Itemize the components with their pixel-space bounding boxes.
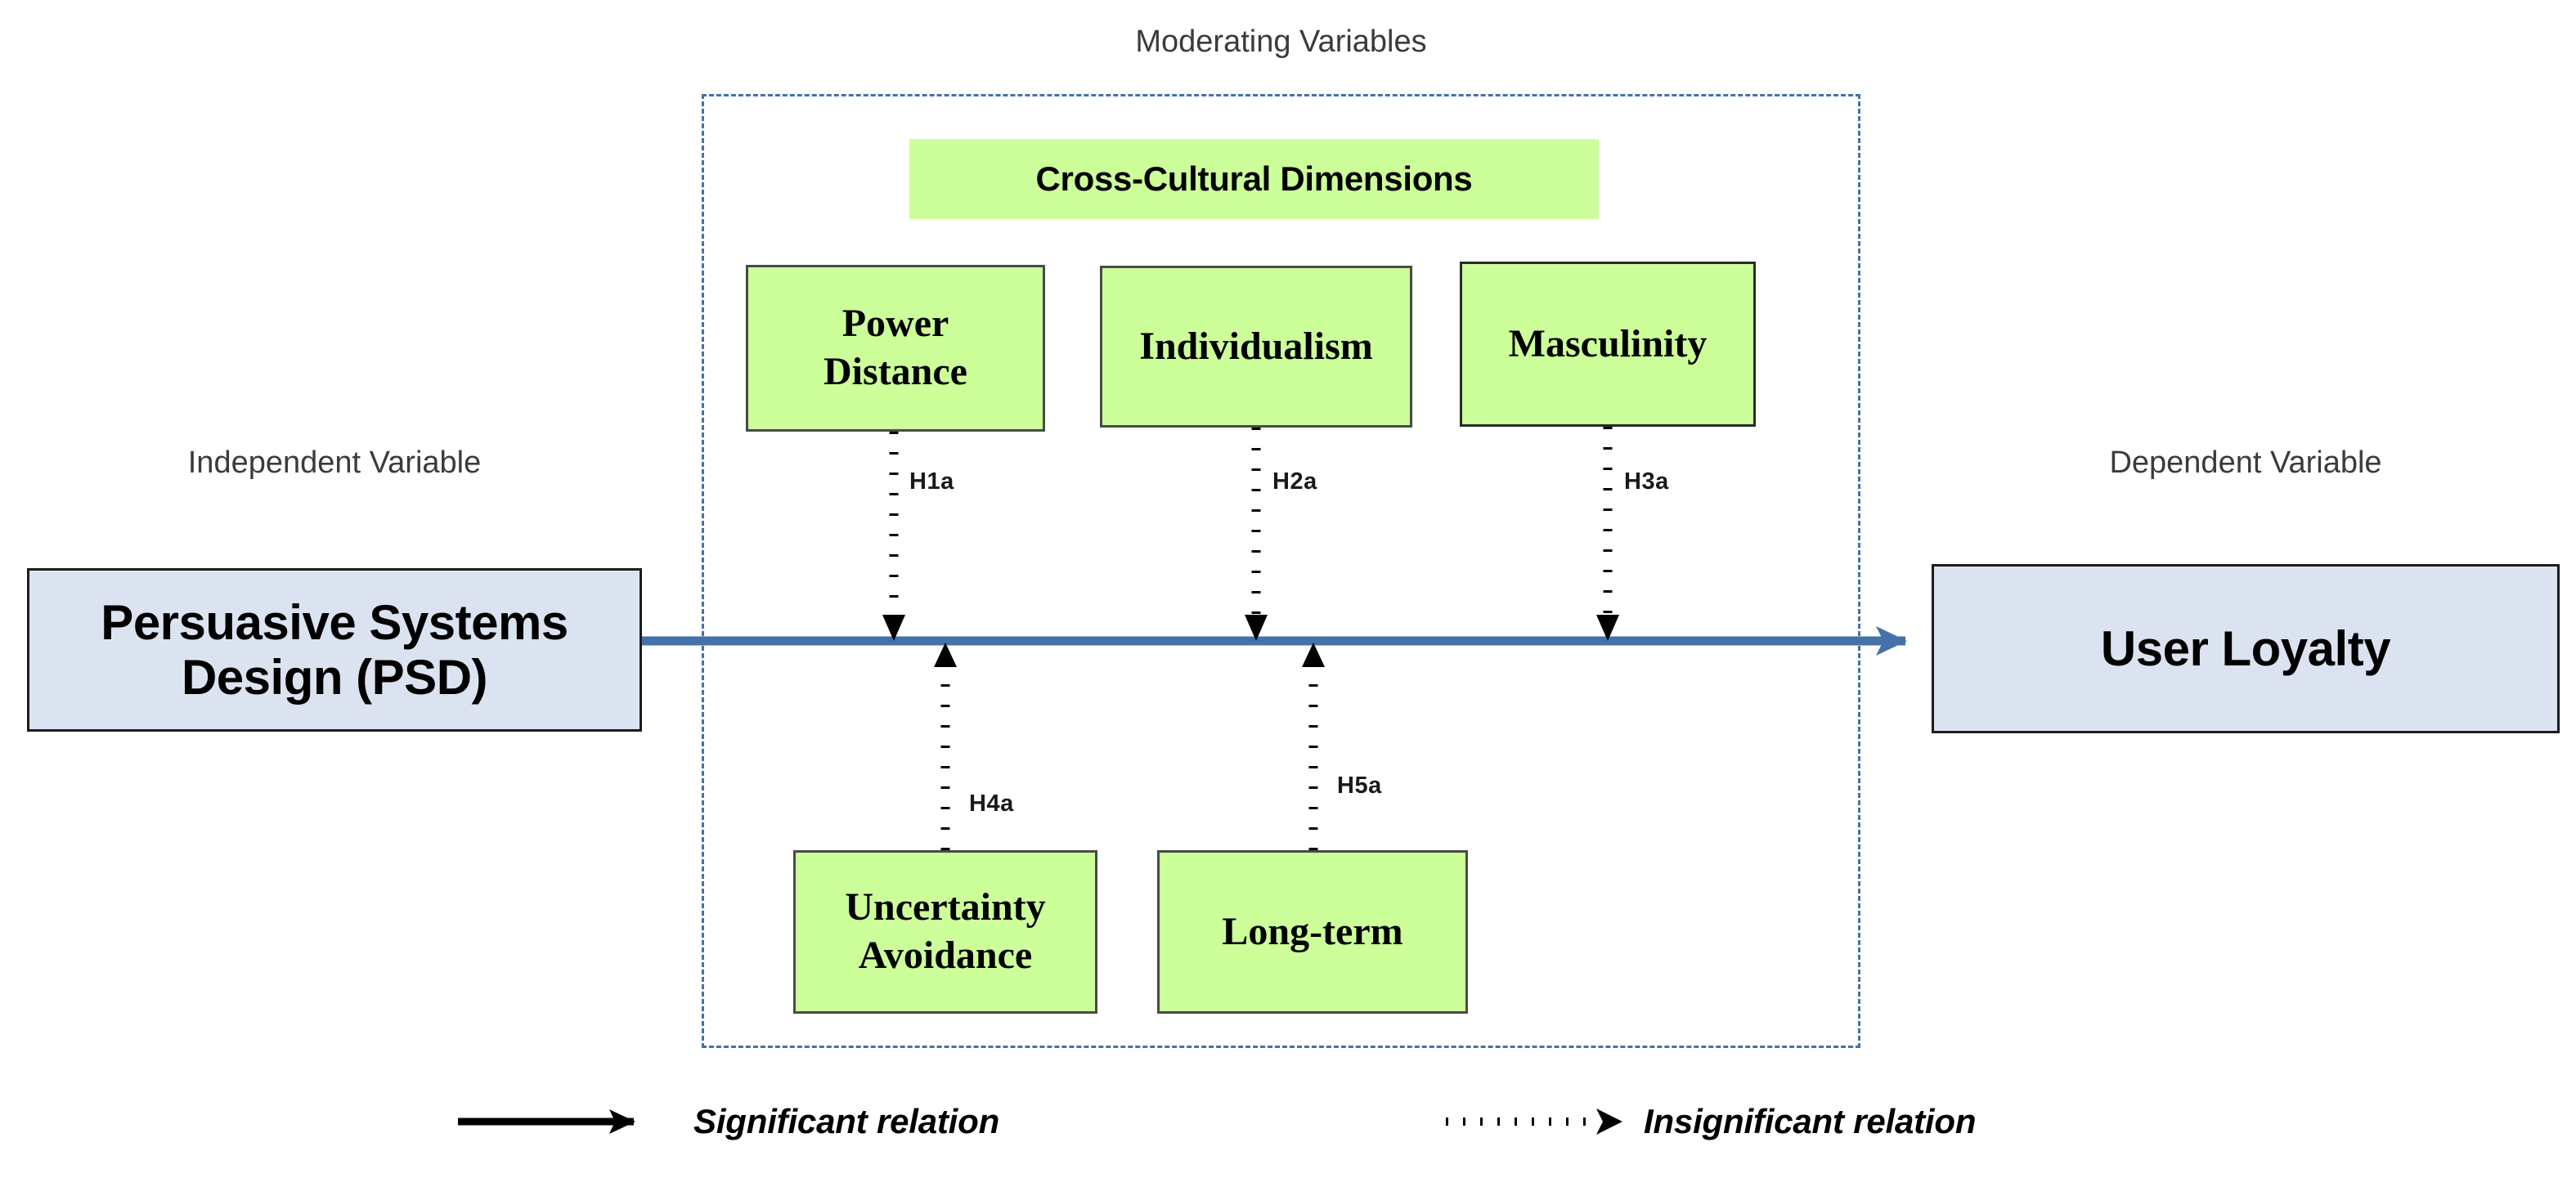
box-power-distance-line2: Distance (824, 350, 967, 393)
box-uncertainty-avoidance-line2: Avoidance (858, 934, 1033, 977)
box-long-term-label: Long-term (1222, 909, 1403, 953)
box-user-loyalty[interactable]: User Loyalty (1932, 564, 2560, 733)
legend-significant-label: Significant relation (693, 1102, 1000, 1140)
box-persuasive-systems-design[interactable]: Persuasive Systems Design (PSD) (27, 568, 642, 732)
user-loyalty-label: User Loyalty (2100, 620, 2391, 676)
box-individualism-label: Individualism (1139, 324, 1373, 368)
hypothesis-label-h2a: H2a (1272, 468, 1317, 495)
box-power-distance-line1: Power (841, 302, 949, 346)
legend-insignificant-arrowhead (1596, 1109, 1622, 1135)
box-masculinity[interactable]: Masculinity (1460, 262, 1756, 427)
box-masculinity-label: Masculinity (1508, 321, 1708, 365)
psd-line1: Persuasive Systems (101, 594, 568, 650)
psd-line2: Design (PSD) (181, 650, 488, 705)
box-uncertainty-avoidance[interactable]: Uncertainty Avoidance (793, 850, 1097, 1014)
box-long-term[interactable]: Long-term (1157, 850, 1468, 1014)
hypothesis-label-h4a: H4a (969, 791, 1014, 817)
cross-cultural-dimensions-banner: Cross-Cultural Dimensions (909, 139, 1599, 219)
hypothesis-label-h5a: H5a (1337, 773, 1382, 799)
dependent-variable-caption: Dependent Variable (2109, 446, 2382, 480)
independent-variable-caption: Independent Variable (187, 446, 482, 480)
box-uncertainty-avoidance-line1: Uncertainty (845, 885, 1046, 929)
legend-insignificant-label: Insignificant relation (1644, 1102, 1977, 1140)
box-individualism[interactable]: Individualism (1100, 266, 1412, 428)
moderating-variables-container (702, 94, 1860, 1048)
hypothesis-label-h1a: H1a (909, 468, 954, 495)
moderating-variables-caption: Moderating Variables (1135, 25, 1427, 59)
box-power-distance[interactable]: Power Distance (746, 265, 1045, 432)
hypothesis-label-h3a: H3a (1624, 468, 1669, 495)
